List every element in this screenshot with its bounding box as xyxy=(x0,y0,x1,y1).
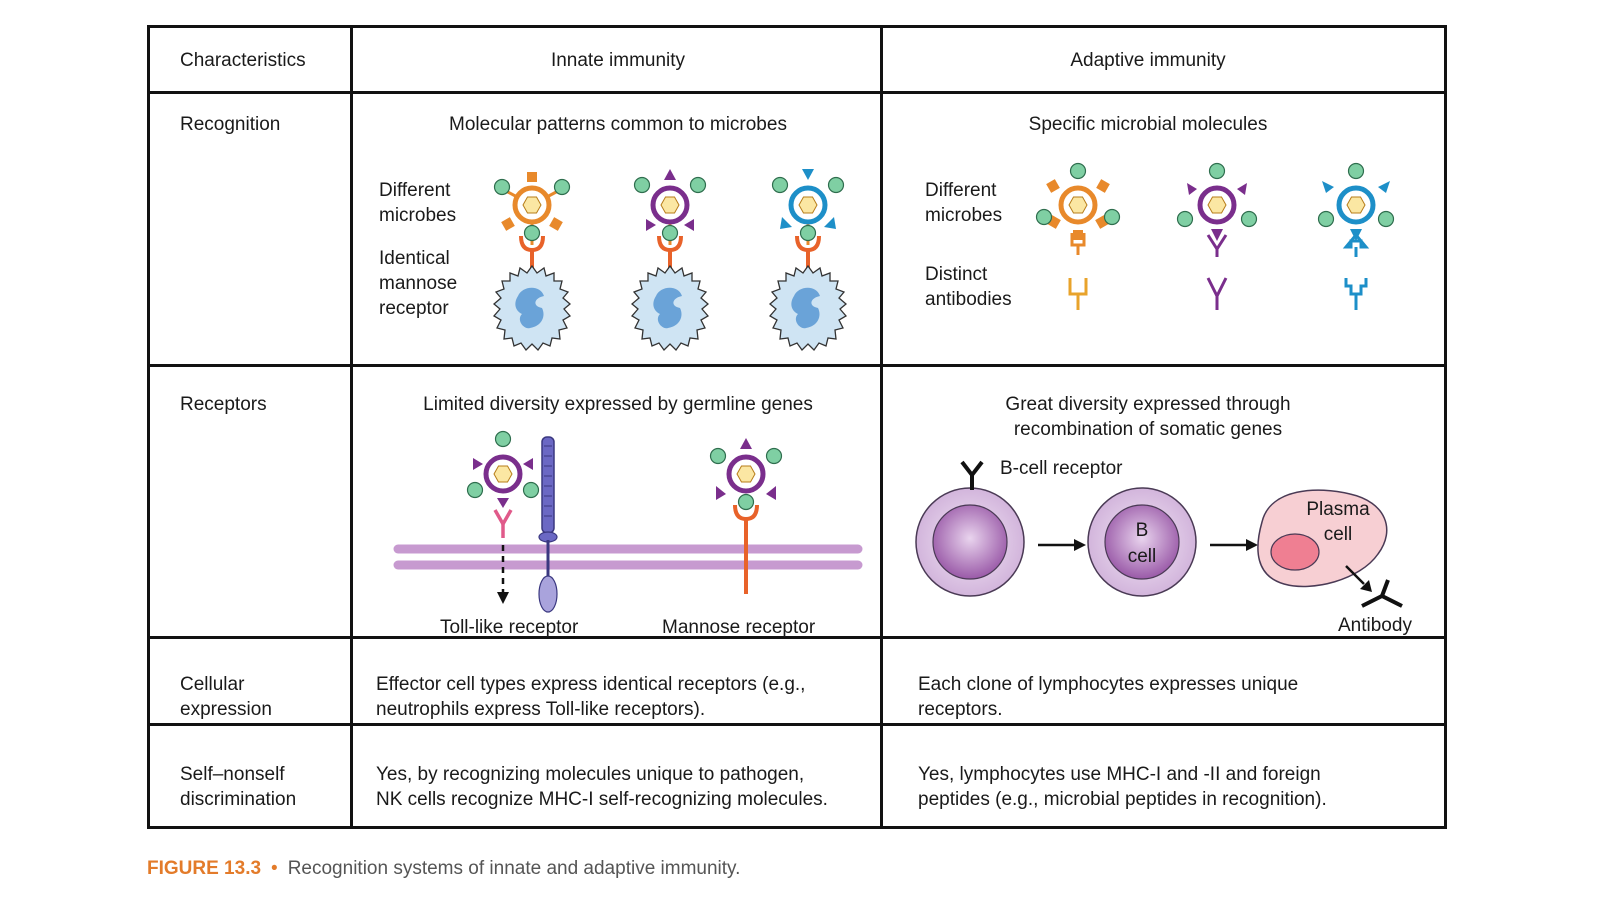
figure-label: FIGURE 13.3 xyxy=(147,858,262,879)
self-innate-1: Yes, by recognizing molecules unique to … xyxy=(376,764,805,785)
column-divider-2 xyxy=(880,25,883,829)
caption-text: Recognition systems of innate and adapti… xyxy=(287,858,741,879)
bcr-label: B-cell receptor xyxy=(1000,458,1123,479)
figure-caption: FIGURE 13.3 • Recognition systems of innat… xyxy=(147,858,740,880)
row-divider-3 xyxy=(147,723,1447,726)
self-innate-2: NK cells recognize MHC-I self-recognizin… xyxy=(376,789,828,810)
row-label-recognition: Recognition xyxy=(180,114,281,135)
cellular-adaptive-1: Each clone of lymphocytes expresses uniq… xyxy=(918,674,1299,695)
innate-receptor-label-3: receptor xyxy=(379,298,449,319)
adaptive-microbes-label-2: microbes xyxy=(925,205,1003,226)
row-divider-2 xyxy=(147,636,1447,639)
adaptive-antibodies-label-2: antibodies xyxy=(925,289,1012,310)
row-label-self-2: discrimination xyxy=(180,789,297,810)
receptors-innate-title: Limited diversity expressed by germline … xyxy=(423,394,813,415)
innate-microbes-label-1: Different xyxy=(379,180,451,201)
toll-like-receptor-label: Toll-like receptor xyxy=(440,617,579,638)
recognition-innate-title: Molecular patterns common to microbes xyxy=(449,114,787,135)
row-label-receptors: Receptors xyxy=(180,394,267,415)
self-adaptive-2: peptides (e.g., microbial peptides in re… xyxy=(918,789,1327,810)
receptors-adaptive-title-1: Great diversity expressed through xyxy=(1005,394,1291,415)
mannose-receptor-label: Mannose receptor xyxy=(662,617,816,638)
header-divider xyxy=(147,91,1447,94)
innate-receptor-label-2: mannose xyxy=(379,273,458,294)
comparison-table xyxy=(147,25,1447,829)
cellular-innate-2: neutrophils express Toll-like receptors)… xyxy=(376,699,706,720)
innate-receptor-label-1: Identical xyxy=(379,248,450,269)
adaptive-antibodies-label-1: Distinct xyxy=(925,264,988,285)
adaptive-microbes-label-1: Different xyxy=(925,180,997,201)
self-adaptive-1: Yes, lymphocytes use MHC-I and -II and f… xyxy=(918,764,1321,785)
row-label-cellular-1: Cellular xyxy=(180,674,245,695)
row-label-cellular-2: expression xyxy=(180,699,272,720)
innate-microbes-label-2: microbes xyxy=(379,205,457,226)
receptors-adaptive-title-2: recombination of somatic genes xyxy=(1013,419,1283,440)
column-divider-1 xyxy=(350,25,353,829)
header-innate: Innate immunity xyxy=(550,50,686,71)
row-label-self-1: Self–nonself xyxy=(180,764,285,785)
table-frame xyxy=(147,25,1447,829)
cellular-innate-1: Effector cell types express identical re… xyxy=(376,674,806,695)
recognition-adaptive-title: Specific microbial molecules xyxy=(1028,114,1268,135)
caption-bullet: • xyxy=(271,858,278,879)
antibody-label: Antibody xyxy=(1338,615,1412,636)
cellular-adaptive-2: receptors. xyxy=(918,699,1003,720)
header-characteristics: Characteristics xyxy=(180,50,306,71)
row-divider-1 xyxy=(147,364,1447,367)
header-adaptive: Adaptive immunity xyxy=(1070,50,1226,71)
